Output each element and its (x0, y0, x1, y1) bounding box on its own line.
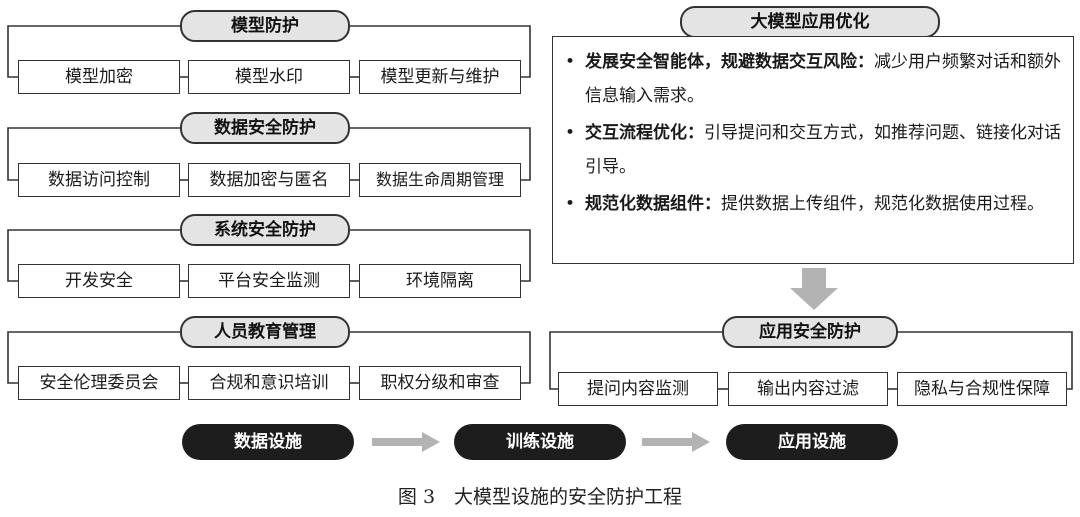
pipeline-application-facility: 应用设施 (726, 424, 898, 460)
bullet-heading: 交互流程优化： (585, 123, 704, 143)
item-ethics-committee: 安全伦理委员会 (18, 366, 180, 400)
bullet-dot-icon: • (565, 52, 576, 72)
item-platform-monitoring: 平台安全监测 (188, 264, 350, 298)
item-data-encryption: 数据加密与匿名 (188, 163, 350, 197)
item-model-update: 模型更新与维护 (359, 60, 521, 94)
item-role-review: 职权分级和审查 (359, 366, 521, 400)
bullet-text: 减少用户频繁对话和额外信息输入需求。 (585, 52, 1061, 106)
group-bracket-left (7, 331, 180, 384)
item-env-isolation: 环境隔离 (359, 264, 521, 298)
figure-caption: 图 3 大模型设施的安全防护工程 (397, 486, 683, 508)
group-title-personnel: 人员教育管理 (180, 316, 350, 348)
app-security-title: 应用安全防护 (722, 316, 898, 348)
item-dev-security: 开发安全 (18, 264, 180, 298)
pipeline-data-facility: 数据设施 (182, 424, 354, 460)
optimization-box: • 发展安全智能体，规避数据交互风险：减少用户频繁对话和额外信息输入需求。 • … (552, 36, 1074, 264)
app-bracket-left (549, 331, 722, 390)
bullet-heading: 发展安全智能体，规避数据交互风险： (585, 52, 874, 72)
group-title-data-security: 数据安全防护 (180, 112, 350, 144)
optimization-bullet: • 规范化数据组件：提供数据上传组件，规范化数据使用过程。 (563, 187, 1063, 221)
bullet-text: 提供数据上传组件，规范化数据使用过程。 (721, 194, 1044, 214)
item-question-monitoring: 提问内容监测 (558, 372, 718, 406)
item-output-filtering: 输出内容过滤 (728, 372, 888, 406)
pipeline-training-facility: 训练设施 (454, 424, 626, 460)
down-arrow-icon (790, 268, 838, 310)
optimization-title: 大模型应用优化 (680, 6, 940, 38)
group-bracket-left (7, 229, 180, 282)
group-bracket-left (7, 127, 180, 181)
group-bracket-left (7, 25, 180, 78)
bullet-text: 引导提问和交互方式，如推荐问题、链接化对话引导。 (585, 123, 1061, 177)
group-title-model-protection: 模型防护 (180, 10, 350, 42)
item-data-access-control: 数据访问控制 (18, 163, 180, 197)
bullet-dot-icon: • (565, 194, 576, 214)
bullet-dot-icon: • (565, 123, 576, 143)
group-bracket-right (350, 127, 531, 181)
bullet-heading: 规范化数据组件： (585, 194, 721, 214)
item-privacy-compliance: 隐私与合规性保障 (897, 372, 1067, 406)
item-data-lifecycle: 数据生命周期管理 (359, 163, 521, 197)
item-model-encryption: 模型加密 (18, 60, 180, 94)
group-bracket-right (350, 25, 531, 78)
item-model-watermark: 模型水印 (188, 60, 350, 94)
group-title-system-security: 系统安全防护 (180, 214, 350, 246)
right-arrow-icon (642, 432, 710, 452)
app-bracket-right (898, 331, 1073, 390)
item-compliance-training: 合规和意识培训 (188, 366, 350, 400)
optimization-bullet: • 交互流程优化：引导提问和交互方式，如推荐问题、链接化对话引导。 (563, 116, 1063, 184)
group-bracket-right (350, 229, 531, 282)
group-bracket-right (350, 331, 531, 384)
optimization-bullet: • 发展安全智能体，规避数据交互风险：减少用户频繁对话和额外信息输入需求。 (563, 45, 1063, 113)
right-arrow-icon (372, 432, 440, 452)
